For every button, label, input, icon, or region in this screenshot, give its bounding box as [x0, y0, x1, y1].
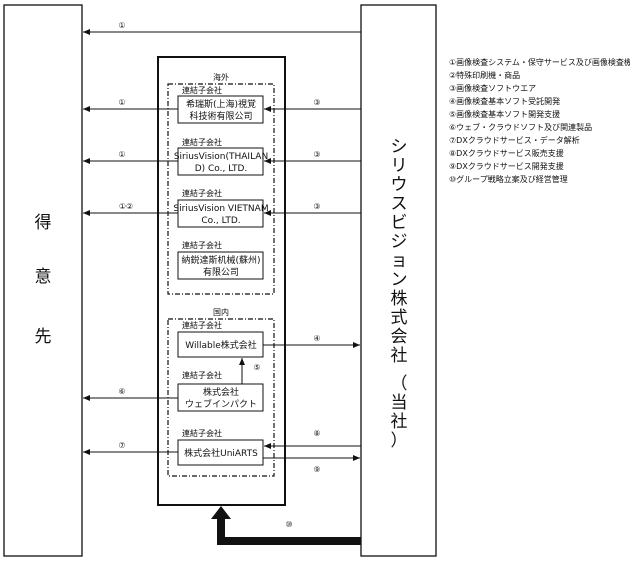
legend-item: ⑦DXクラウドサービス・データ解析	[449, 135, 580, 145]
company-char: ス	[391, 194, 408, 214]
subsidiary-tag: 連結子会社	[182, 320, 222, 330]
subsidiary-tag: 連結子会社	[182, 428, 222, 438]
subsidiary-box-shanghai	[177, 95, 264, 124]
subsidiary-box-thailand	[177, 147, 264, 176]
company-char: ジ	[391, 232, 408, 252]
overseas-label: 海外	[213, 72, 229, 82]
subsidiary-name: 株式会社	[203, 386, 239, 398]
legend-item: ⑤画像検査基本ソフト開発支援	[449, 109, 560, 119]
subsidiary-tag: 連結子会社	[182, 240, 222, 250]
flow-number: ③	[313, 202, 320, 211]
subsidiary-name: SiriusVision(THAILAN	[174, 152, 268, 162]
subsidiary-name: 有限公司	[203, 266, 239, 278]
company-char: ン	[391, 270, 408, 290]
company-paren-char: （	[391, 374, 408, 394]
arrow-company-to-group-head	[211, 506, 231, 519]
company-box	[360, 4, 437, 557]
flow-number: ①	[118, 150, 125, 159]
legend-item: ⑥ウェブ・クラウドソフト及び関連製品	[449, 122, 592, 132]
subsidiary-tag: 連結子会社	[182, 85, 222, 95]
arrow-company-to-group	[217, 518, 361, 545]
company-char: ョ	[391, 251, 408, 271]
subsidiary-name: 科技術有限公司	[189, 110, 252, 122]
flow-number: ⑤	[253, 363, 260, 372]
subsidiary-box-vietnam	[177, 199, 264, 228]
company-char: ビ	[391, 213, 408, 233]
flow-number: ③	[313, 98, 320, 107]
subsidiary-box-willable	[177, 331, 264, 358]
domestic-label: 国内	[213, 307, 229, 317]
subsidiary-name: Co., LTD.	[201, 216, 240, 226]
subsidiary-box-webimpact	[177, 383, 264, 412]
group-box	[157, 56, 286, 506]
subsidiary-name: 希瑞斯(上海)視覚	[186, 98, 256, 110]
customer-box	[3, 4, 83, 557]
subsidiary-name: D) Co., LTD.	[195, 164, 248, 174]
company-char: ウ	[391, 175, 408, 195]
subsidiary-tag: 連結子会社	[182, 188, 222, 198]
overseas-box	[167, 83, 275, 295]
company-char: シ	[391, 137, 408, 157]
legend-item: ①画像検査システム・保守サービス及び画像検査機	[449, 57, 630, 67]
flow-number: ⑩	[285, 520, 292, 529]
subsidiary-tag: 連結子会社	[182, 137, 222, 147]
flow-number: ⑨	[313, 465, 320, 474]
subsidiary-name: 株式会社UniARTS	[184, 447, 258, 459]
company-char: 株	[391, 289, 408, 309]
company-paren-char: ）	[391, 431, 408, 451]
subsidiary-name: SiriusVision VIETNAM	[173, 204, 268, 214]
flow-number: ⑧	[313, 429, 320, 438]
customer-char: 意	[35, 267, 52, 287]
flow-number: ④	[313, 334, 320, 343]
legend: ①画像検査システム・保守サービス及び画像検査機 ②特殊印刷機・商品 ③画像検査ソ…	[449, 57, 630, 184]
company-char: 社	[391, 346, 408, 366]
subsidiary-box-suzhou	[177, 251, 264, 280]
company-char: 式	[391, 308, 408, 328]
flow-number: ①②	[119, 202, 133, 211]
legend-item: ⑨DXクラウドサービス開発支援	[449, 161, 564, 171]
flow-number: ⑥	[118, 387, 125, 396]
legend-item: ⑩グループ戦略立案及び経営管理	[449, 174, 568, 184]
subsidiary-tag: 連結子会社	[182, 370, 222, 380]
flow-number: ①	[118, 21, 125, 30]
company-paren-char: 当	[391, 393, 408, 413]
legend-item: ②特殊印刷機・商品	[449, 70, 520, 80]
subsidiary-name: ウェブインパクト	[185, 398, 257, 410]
customer-char: 得	[35, 213, 52, 233]
subsidiary-name: 納鋭達斯机械(蘇州)	[181, 254, 260, 266]
company-char: 会	[391, 327, 408, 347]
flow-number: ⑦	[118, 441, 125, 450]
subsidiary-name: Willable株式会社	[185, 339, 256, 351]
flow-number: ③	[313, 150, 320, 159]
legend-item: ③画像検査ソフトウエア	[449, 83, 536, 93]
flow-number: ①	[118, 98, 125, 107]
legend-item: ④画像検査基本ソフト受託開発	[449, 96, 560, 106]
company-char: リ	[391, 156, 408, 176]
legend-item: ⑧DXクラウドサービス販売支援	[449, 148, 564, 158]
customer-char: 先	[35, 327, 52, 347]
company-paren-char: 社	[391, 412, 408, 432]
